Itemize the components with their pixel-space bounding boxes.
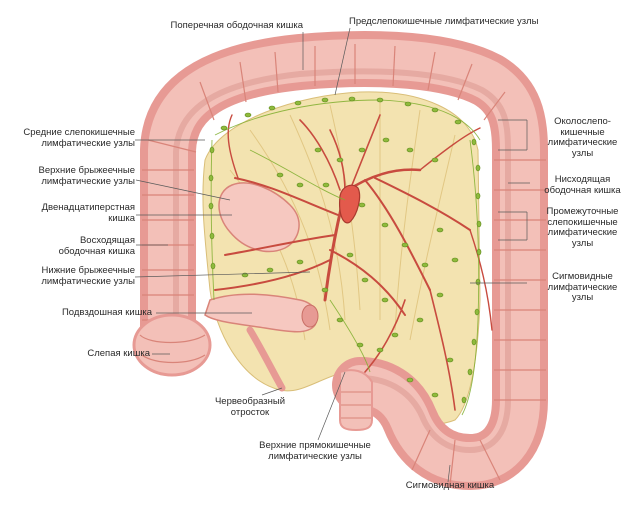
- lymph-node: [431, 157, 439, 163]
- leader-sigmoid-colon: [447, 464, 451, 483]
- label-caecum: Слепая кишка: [87, 348, 150, 359]
- lymph-node: [391, 332, 399, 338]
- lymph-node: [336, 317, 344, 323]
- lymph-node: [361, 277, 369, 283]
- lymph-node: [451, 257, 459, 263]
- label-descending-colon: Нисходящая ободочная кишка: [544, 174, 621, 196]
- leader-intermediate: [498, 211, 528, 241]
- lymph-node: [276, 172, 284, 178]
- lymph-node: [376, 347, 384, 353]
- colon-taenia: [173, 68, 511, 453]
- lymph-node: [476, 248, 482, 256]
- lymph-node: [322, 182, 330, 188]
- lymph-node: [381, 222, 389, 228]
- lymph-node: [321, 287, 329, 293]
- lymph-node: [376, 97, 384, 103]
- lymph-node: [210, 262, 216, 270]
- label-precaecal-nodes: Предслепокишечные лимфатические узлы: [349, 16, 539, 27]
- label-sigmoid-nodes: Сигмовидные лимфатические узлы: [547, 271, 618, 303]
- leader-paracolic: [498, 119, 528, 151]
- lymph-node: [296, 259, 304, 265]
- lymph-node: [321, 97, 329, 103]
- lymph-node: [475, 278, 481, 286]
- leader-superior-mesenteric: [135, 179, 231, 201]
- leader-precaecal: [334, 27, 351, 96]
- label-superior-mesenteric-nodes: Верхние брыжеечные лимфатические узлы: [38, 165, 136, 187]
- lymph-node: [358, 147, 366, 153]
- lymph-node: [475, 192, 481, 200]
- lymph-node: [220, 125, 228, 131]
- lymph-node: [404, 101, 412, 107]
- lymph-nodes: [208, 96, 482, 404]
- lymph-node: [406, 377, 414, 383]
- lymph-node: [268, 105, 276, 111]
- lymph-vessels: [210, 99, 481, 416]
- lymph-node: [471, 138, 477, 146]
- label-duodenum: Двенадцатиперстная кишка: [41, 202, 135, 224]
- lymph-node: [467, 368, 473, 376]
- lymph-node: [294, 100, 302, 106]
- lymph-node: [209, 146, 215, 154]
- leader-inferior-mesenteric: [134, 271, 311, 278]
- lymph-node: [208, 202, 214, 210]
- lymph-node: [416, 317, 424, 323]
- colon-haustra: [148, 39, 540, 482]
- label-transverse-colon: Поперечная ободочная кишка: [170, 20, 303, 31]
- lymph-node: [266, 267, 274, 273]
- lymph-node: [471, 338, 477, 346]
- appendix: [246, 326, 286, 392]
- lymph-node: [476, 220, 482, 228]
- caecum: [132, 313, 212, 377]
- label-appendix: Червеобразный отросток: [214, 396, 286, 418]
- lymph-node: [381, 297, 389, 303]
- lymph-node: [454, 119, 462, 125]
- lymph-node: [208, 174, 214, 182]
- rectum: [339, 369, 373, 432]
- colon: [140, 31, 548, 490]
- aorta-stump: [339, 184, 361, 224]
- label-inferior-mesenteric-nodes: Нижние брыжеечные лимфатические узлы: [41, 265, 135, 287]
- lymph-node: [436, 227, 444, 233]
- label-paracolic-nodes: Околослепо- кишечные лимфатические узлы: [547, 116, 618, 159]
- lymph-node: [348, 96, 356, 102]
- lymph-node: [401, 242, 409, 248]
- lymph-node: [474, 308, 480, 316]
- label-superior-rectal-nodes: Верхние прямокишечные лимфатические узлы: [259, 440, 371, 462]
- lymph-node: [431, 392, 439, 398]
- leader-superior-rectal: [317, 371, 346, 441]
- lymph-node: [406, 147, 414, 153]
- lymph-node: [382, 137, 390, 143]
- leader-appendix: [261, 387, 283, 396]
- leader-lines: [134, 27, 530, 483]
- lymph-node: [244, 112, 252, 118]
- lymph-node: [296, 182, 304, 188]
- lymph-node: [336, 157, 344, 163]
- label-intermediate-colic-nodes: Промежуточные слепокишечные лимфатически…: [546, 206, 619, 249]
- label-middle-colic-nodes: Средние слепокишечные лимфатические узлы: [23, 127, 135, 149]
- label-ileum: Подвздошная кишка: [61, 307, 152, 318]
- lymph-node: [358, 202, 366, 208]
- label-sigmoid-colon: Сигмовидная кишка: [405, 480, 495, 491]
- lymph-node: [446, 357, 454, 363]
- lymph-node: [346, 252, 354, 258]
- lymph-node: [436, 292, 444, 298]
- ileum-end: [301, 304, 319, 328]
- label-ascending-colon: Восходящая ободочная кишка: [58, 235, 135, 257]
- lymph-node: [314, 147, 322, 153]
- lymph-node: [475, 164, 481, 172]
- lymph-node: [209, 232, 215, 240]
- lymph-node: [461, 396, 467, 404]
- lymph-node: [421, 262, 429, 268]
- lymph-node: [431, 107, 439, 113]
- lymph-node: [356, 342, 364, 348]
